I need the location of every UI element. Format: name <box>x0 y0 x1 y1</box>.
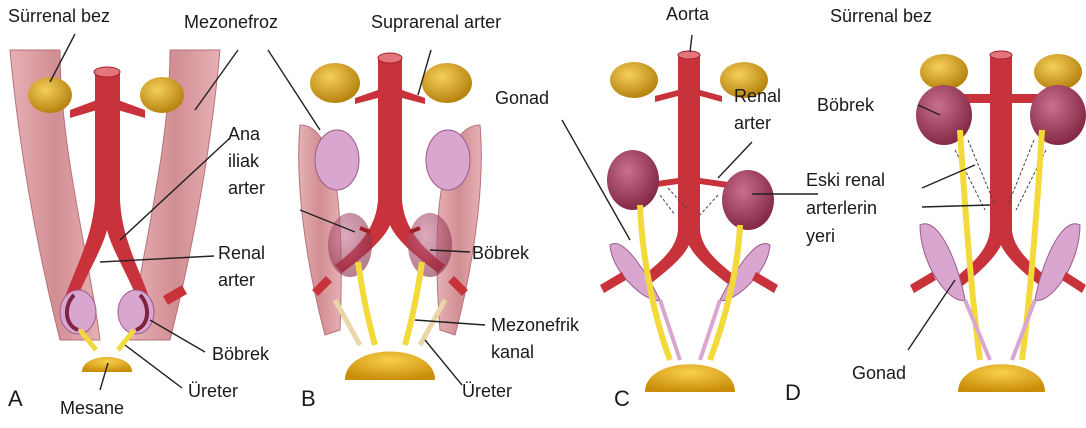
adrenal-d-right <box>1034 54 1082 90</box>
label-ureter-a: Üreter <box>188 381 238 402</box>
label-suprarenal-arter: Suprarenal arter <box>371 12 501 33</box>
kidney-b-right <box>408 213 452 277</box>
bladder-b <box>345 352 435 381</box>
label-mesane: Mesane <box>60 398 124 419</box>
label-surrenal-bez-a: Sürrenal bez <box>8 6 110 27</box>
panel-b-drawing <box>299 53 482 380</box>
panel-label-c: C <box>614 387 630 411</box>
gonad-d-left <box>920 224 965 301</box>
panel-a-drawing <box>10 50 220 372</box>
kidney-c-right <box>722 170 774 230</box>
label-ana-iliak-arter: Ana iliak arter <box>228 124 265 199</box>
panel-label-a: A <box>8 387 23 411</box>
label-ureter-b: Üreter <box>462 381 512 402</box>
adrenal-b-right <box>422 63 472 103</box>
adrenal-c-left <box>610 62 658 98</box>
kidney-d-left <box>916 85 972 145</box>
adrenal-b-left <box>310 63 360 103</box>
adrenal-a-left <box>28 77 72 113</box>
bladder-d <box>958 364 1045 392</box>
adrenal-d-left <box>920 54 968 90</box>
panel-d-drawing <box>910 51 1086 392</box>
kidney-b-left <box>328 213 372 277</box>
kidney-c-left <box>607 150 659 210</box>
bladder-c <box>645 364 735 392</box>
label-gonad-top: Gonad <box>495 88 549 109</box>
kidney-d-right <box>1030 85 1086 145</box>
gonad-d-right <box>1035 224 1080 301</box>
label-aorta: Aorta <box>666 4 709 25</box>
panel-label-d: D <box>785 381 801 405</box>
label-surrenal-bez-d: Sürrenal bez <box>830 6 932 27</box>
label-bobrek-a: Böbrek <box>212 344 269 365</box>
label-bobrek-d: Böbrek <box>817 95 874 116</box>
label-renal-arter-a: Renal arter <box>218 243 265 291</box>
label-mezonefroz: Mezonefroz <box>184 12 278 33</box>
label-bobrek-b: Böbrek <box>472 243 529 264</box>
label-eski-renal: Eski renal arterlerin yeri <box>806 170 885 247</box>
adrenal-a-right <box>140 77 184 113</box>
label-mezonefrik-kanal: Mezonefrik kanal <box>491 315 579 363</box>
gonad-b-right <box>426 130 470 190</box>
aorta-a <box>64 72 150 305</box>
label-gonad-bottom: Gonad <box>852 363 906 384</box>
panel-label-b: B <box>301 387 316 411</box>
gonad-b-left <box>315 130 359 190</box>
label-renal-arter-c: Renal arter <box>734 86 781 134</box>
